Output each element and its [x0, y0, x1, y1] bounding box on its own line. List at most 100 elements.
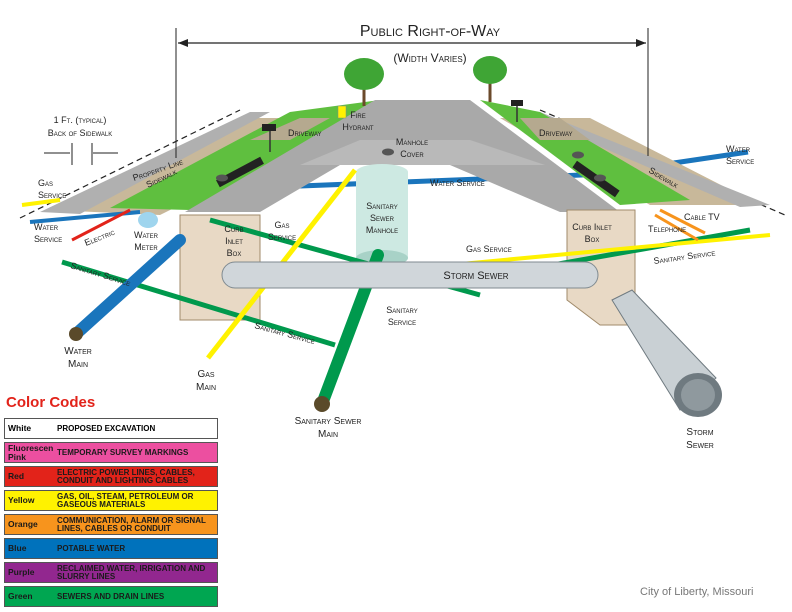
legend-row: Fluorescent PinkTemporary Survey Marking…	[4, 442, 218, 463]
sanitary-manhole-label-3: Manhole	[366, 225, 398, 235]
water-service-left-label-2: Service	[34, 234, 62, 244]
water-service-top-label: Water Service	[430, 178, 485, 188]
row-arrow-right	[636, 39, 646, 47]
legend-color-name: Orange	[5, 515, 53, 534]
legend-color-description: Communication, Alarm or Signal Lines, Ca…	[53, 515, 217, 534]
sanitary-service-low-label-2: Service	[388, 317, 416, 327]
gas-service-left-label-1: Gas	[38, 178, 53, 188]
gas-main-label-2: Main	[196, 382, 216, 393]
curb-inlet-right-label-2: Box	[585, 234, 600, 244]
legend-row: GreenSewers and Drain Lines	[4, 586, 218, 607]
curb-inlet-right-label-1: Curb Inlet	[572, 222, 612, 232]
credit-text: City of Liberty, Missouri	[640, 586, 754, 598]
legend-color-description: Potable Water	[53, 539, 217, 558]
sanitary-service-left-label: Sanitary Service	[69, 260, 131, 288]
telephone-label: Telephone	[648, 224, 686, 234]
fire-hydrant-label-2: Hydrant	[342, 122, 374, 132]
tree-right-icon	[473, 56, 507, 84]
row-title: Public Right-of-Way	[360, 23, 501, 40]
curb-inlet-left-label-3: Box	[227, 248, 242, 258]
manhole-shaft	[356, 172, 408, 258]
storm-sewer-label: Storm Sewer	[443, 270, 508, 282]
legend-color-name: Red	[5, 467, 53, 486]
row-arrow-left	[178, 39, 188, 47]
lawn-cleanout-right-2	[594, 174, 606, 182]
water-main-end	[69, 327, 83, 341]
water-main-label-2: Main	[68, 359, 88, 370]
left-sidewalk	[40, 112, 270, 214]
water-service-right-label-1: Water	[726, 144, 751, 154]
lawn-cleanout-left	[216, 174, 228, 182]
legend-color-description: Sewers and Drain Lines	[53, 587, 217, 606]
sanitary-service-low-label-1: Sanitary	[386, 305, 417, 315]
fire-hydrant-icon	[337, 105, 347, 119]
lawn-cleanout-right	[572, 151, 584, 159]
gas-service-right-label: Gas Service	[466, 244, 512, 254]
row-width: (Width Varies)	[393, 51, 466, 65]
legend-row: YellowGas, Oil, Steam, Petroleum or Gase…	[4, 490, 218, 511]
water-meter-label-1: Water	[134, 230, 159, 240]
storm-sewer-pipe	[221, 261, 599, 289]
offset-label-1: 1 Ft. (typical)	[54, 115, 107, 125]
legend-color-name: Blue	[5, 539, 53, 558]
legend-color-description: Reclaimed Water, Irrigation and Slurry L…	[53, 563, 217, 582]
storm-sewer-main-inner	[681, 379, 715, 411]
manhole-cover-label-2: Cover	[400, 149, 424, 159]
curb-grate-left	[216, 156, 264, 188]
water-service-right-label-2: Service	[726, 156, 754, 166]
storm-main-label-2: Sewer	[686, 440, 714, 451]
legend-color-description: Proposed Excavation	[53, 419, 217, 438]
legend-color-name: Yellow	[5, 491, 53, 510]
legend-row: PurpleReclaimed Water, Irrigation and Sl…	[4, 562, 218, 583]
driveway-right-slab	[520, 118, 590, 140]
gas-service-mid-label-2: Service	[268, 232, 296, 242]
storm-main-label-1: Storm	[686, 427, 713, 438]
gas-main-label-1: Gas	[197, 369, 214, 380]
electric-pipe	[71, 208, 131, 242]
gas-service-mid-label-1: Gas	[274, 220, 289, 230]
sanitary-main-label-2: Main	[318, 429, 338, 440]
legend-color-name: Purple	[5, 563, 53, 582]
sanitary-service-right-label: Sanitary Service	[653, 247, 716, 266]
curb-inlet-left-label-1: Curb	[224, 224, 243, 234]
mailbox-left-icon	[262, 124, 276, 131]
water-main-pipe	[70, 234, 186, 340]
legend-row: BluePotable Water	[4, 538, 218, 559]
offset-label-2: Back of Sidewalk	[48, 128, 112, 138]
curb-inlet-left-label-2: Inlet	[225, 236, 243, 246]
legend-row: RedElectric Power Lines, Cables, Conduit…	[4, 466, 218, 487]
road-cross	[300, 140, 545, 165]
cable-tv-label: Cable TV	[684, 212, 720, 222]
legend-color-name: White	[5, 419, 53, 438]
legend-title: Color Codes	[6, 394, 96, 411]
mailbox-right-icon	[511, 100, 523, 106]
sanitary-service-mid-label: Sanitary Service	[253, 320, 316, 346]
sanitary-manhole-label-1: Sanitary	[366, 201, 397, 211]
legend-color-name: Fluorescent Pink	[5, 443, 56, 462]
legend-row: OrangeCommunication, Alarm or Signal Lin…	[4, 514, 218, 535]
driveway-left-label: Driveway	[288, 128, 322, 138]
driveway-right-label: Driveway	[539, 128, 573, 138]
sanitary-main-label-1: Sanitary Sewer	[295, 416, 362, 427]
cable-tv-pipe	[659, 208, 706, 235]
water-meter-icon	[138, 212, 158, 228]
manhole-cover-icon	[382, 148, 394, 156]
color-code-legend: Color Codes WhiteProposed ExcavationFluo…	[4, 394, 218, 610]
gas-service-left-pipe	[21, 198, 61, 207]
legend-row: WhiteProposed Excavation	[4, 418, 218, 439]
sanitary-manhole-label-2: Sewer	[370, 213, 395, 223]
water-meter-label-2: Meter	[134, 242, 158, 252]
tree-left-icon	[344, 58, 384, 90]
electric-label: Electric	[83, 226, 117, 247]
legend-color-description: Electric Power Lines, Cables, Conduit an…	[53, 467, 217, 486]
water-main-label-1: Water	[64, 346, 92, 357]
legend-color-name: Green	[5, 587, 53, 606]
legend-color-description: Temporary Survey Markings	[53, 443, 217, 462]
legend-color-description: Gas, Oil, Steam, Petroleum or Gaseous Ma…	[53, 491, 217, 510]
telephone-pipe	[654, 213, 699, 242]
sanitary-sewer-main-end	[314, 396, 330, 412]
gas-service-left-label-2: Service	[38, 190, 66, 200]
fire-hydrant-label-1: Fire	[350, 110, 366, 120]
legend-rows: WhiteProposed ExcavationFluorescent Pink…	[4, 418, 218, 607]
